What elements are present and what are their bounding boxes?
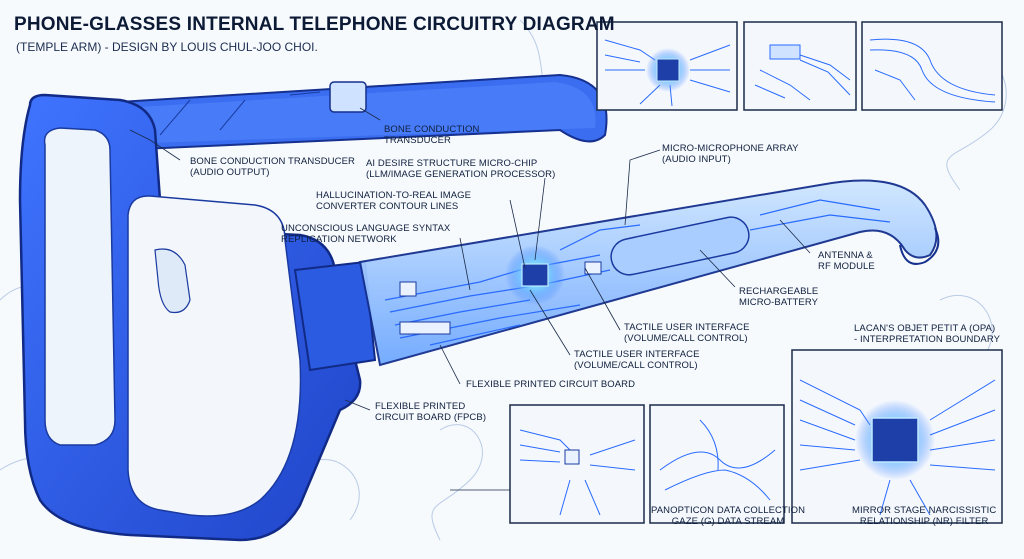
label-tactile-interface-1: TACTILE USER INTERFACE (VOLUME/CALL CONT…	[624, 322, 750, 344]
label-mirror-stage: MIRROR STAGE NARCISSISTIC RELATIONSHIP (…	[852, 505, 997, 527]
glasses-front-frame	[18, 93, 377, 542]
inset-bottom-3	[791, 349, 1003, 524]
label-antenna: ANTENNA & RF MODULE	[818, 250, 875, 272]
label-tactile-interface-2: TACTILE USER INTERFACE (VOLUME/CALL CONT…	[574, 349, 700, 371]
label-fpcb: FLEXIBLE PRINTED CIRCUIT BOARD (FPCB)	[375, 401, 487, 423]
inset-bottom-1	[509, 404, 645, 524]
bone-conduction-transducer-top	[329, 81, 367, 113]
page-subtitle: (TEMPLE ARM) - DESIGN BY LOUIS CHUL-JOO …	[16, 40, 318, 54]
label-hallucination-converter: HALLUCINATION-TO-REAL IMAGE CONVERTER CO…	[316, 190, 472, 212]
ai-micro-chip	[521, 263, 549, 287]
inset-top-3	[861, 21, 1003, 111]
label-ai-chip: AI DESIRE STRUCTURE MICRO-CHIP (LLM/IMAG…	[366, 158, 556, 180]
micro-battery	[610, 216, 750, 276]
label-bone-conduction-output: BONE CONDUCTION TRANSDUCER (AUDIO OUTPUT…	[190, 156, 355, 178]
label-bone-conduction-top: BONE CONDUCTION TRANSDUCER	[384, 124, 480, 146]
label-panopticon: PANOPTICON DATA COLLECTION GAZE (G) DATA…	[651, 505, 806, 527]
page-title: PHONE-GLASSES INTERNAL TELEPHONE CIRCUIT…	[14, 14, 615, 35]
label-flexible-pcb: FLEXIBLE PRINTED CIRCUIT BOARD	[466, 379, 636, 390]
inset-bottom-2	[649, 404, 785, 524]
label-micro-microphone: MICRO-MICROPHONE ARRAY (AUDIO INPUT)	[662, 143, 799, 165]
label-battery: RECHARGEABLE MICRO-BATTERY	[739, 286, 819, 308]
label-lacan-boundary: LACAN'S OBJET PETIT A (Opa) - INTERPRETA…	[854, 323, 1001, 345]
front-temple-arm	[358, 179, 940, 367]
leader-lines	[129, 107, 811, 491]
back-temple-arm	[67, 73, 608, 152]
inset-top-1	[596, 21, 738, 111]
label-unconscious-network: UNCONSCIOUS LANGUAGE SYNTAX REPLICATION …	[281, 223, 451, 245]
inset-top-2	[743, 21, 857, 111]
